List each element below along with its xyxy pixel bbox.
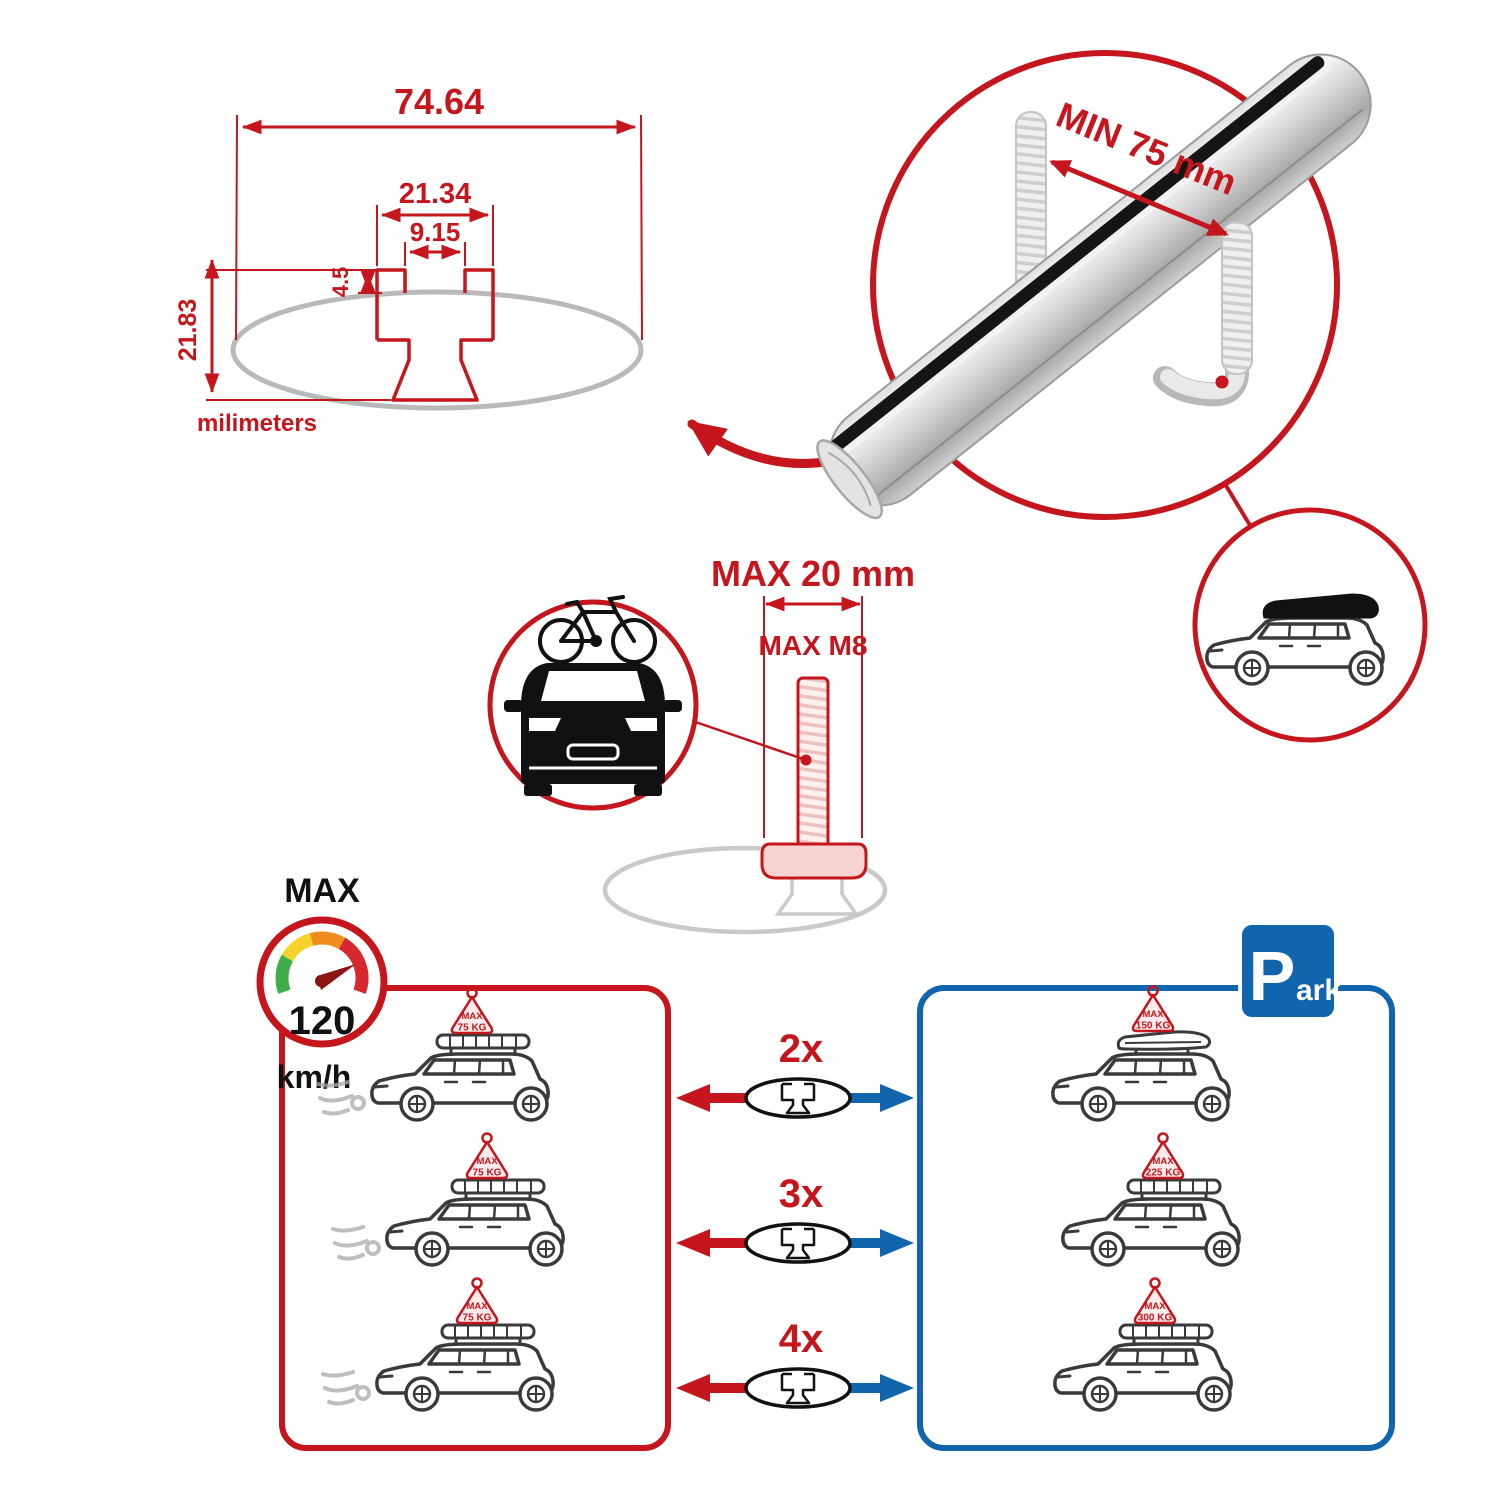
park-sign-rest: ark [1296,974,1341,1007]
car-front-icon [504,663,682,796]
dim-slot-width: 9.15 [410,217,461,247]
fitting-diagram: MAX 20 mm MAX M8 [602,553,915,935]
circle-connector-line [1223,482,1253,529]
arrow-right-blue [846,1374,914,1402]
dim-lip-depth: 4.5 [328,267,353,298]
bicycle-icon [538,595,657,664]
gauge-pivot [315,975,327,987]
park-sign-letter: P [1249,937,1296,1015]
speed-max-label: MAX [284,872,360,910]
bar-profile-icon [744,1367,852,1409]
crossbar-detail-circle: MIN 75 mm [816,50,1372,520]
bar-profile-icon [744,1077,852,1119]
ghost-profile-stem [774,878,860,916]
parked-car-row-2: MAX 225 KG [1061,1132,1241,1267]
parked-car-row-3: MAX 300 KG [1053,1277,1233,1412]
multiplier-label: 2x [779,1027,824,1071]
gauge-arc [275,931,369,994]
arrow-right-blue [846,1229,914,1257]
load-tag: MAX 75 KG [455,1277,499,1325]
tag-title: MAX [461,1011,483,1022]
gauge-needle [317,964,356,990]
tag-weight: 75 KG [473,1168,502,1179]
bike-car-circle [487,595,699,811]
tag-weight: 75 KG [463,1313,492,1324]
dimension-extension-lines [206,114,643,401]
load-tag: MAX 300 KG [1133,1277,1177,1325]
tag-title: MAX [1144,1301,1166,1312]
roofbox-black-icon [1262,593,1379,619]
bar-end-cap [816,439,883,520]
bar-count-row-2: 3x [676,1172,914,1264]
vehicle-circle [1192,507,1428,743]
driving-car-row-2: MAX 75 KG [331,1132,565,1267]
tag-weight: 300 KG [1138,1313,1173,1324]
tag-title: MAX [476,1156,498,1167]
tag-weight: 150 KG [1136,1021,1171,1032]
multiplier-label: 4x [779,1317,824,1361]
arrow-right-blue [846,1084,914,1112]
cross-section-diagram: 74.64 21.34 9.15 4.5 21.83 milimeters [174,81,644,437]
t-slot-profile [375,268,495,402]
units-label: milimeters [197,410,317,437]
max-protrusion-label: MAX 20 mm [711,553,915,594]
load-tag: MAX 75 KG [465,1132,509,1180]
dim-opening-width: 21.34 [399,178,472,210]
aluminum-crossbar [816,53,1372,520]
dim-total-width: 74.64 [394,81,484,122]
multiplier-label: 3x [779,1172,824,1216]
driving-car-row-1: MAX 75 KG [316,987,550,1122]
dimension-lines [204,119,636,393]
bolt-t-head [760,842,868,880]
parked-car-row-1: MAX 150 KG [1051,985,1231,1122]
clamp-ghost-front-icon [1153,221,1253,407]
clamp-point-dot [1215,375,1229,389]
speed-value: 120 [289,999,356,1043]
arrow-left-red [676,1084,756,1112]
bolt-leader-line [677,714,807,762]
speed-gauge: MAX 120 km/h [256,872,388,1095]
ghost-profile-ellipse [602,845,888,935]
load-tag: MAX 225 KG [1141,1132,1185,1180]
profile-ellipse-outline [230,289,644,411]
bar-profile-icon [744,1222,852,1264]
arrow-left-red [676,1229,756,1257]
dim-total-height: 21.83 [174,299,202,362]
bar-count-row-1: 2x [676,1027,914,1119]
driving-car-row-3: MAX 75 KG [321,1277,555,1412]
rubber-strip [828,56,1325,454]
load-tag: MAX 75 KG [450,987,494,1035]
park-sign: P ark [1238,921,1341,1021]
tag-weight: 75 KG [458,1023,487,1034]
tag-title: MAX [1142,1009,1164,1020]
park-sign-plate [1238,921,1338,1021]
max-thread-label: MAX M8 [759,630,868,661]
min-span-arrow [1049,159,1229,237]
arrow-left-red [676,1374,756,1402]
tag-title: MAX [466,1301,488,1312]
bar-count-row-3: 4x [676,1317,914,1409]
load-tag: MAX 150 KG [1131,985,1175,1033]
tag-title: MAX [1152,1156,1174,1167]
speed-unit: km/h [277,1059,352,1095]
tag-weight: 225 KG [1146,1168,1181,1179]
bolt-point-dot [800,754,812,766]
